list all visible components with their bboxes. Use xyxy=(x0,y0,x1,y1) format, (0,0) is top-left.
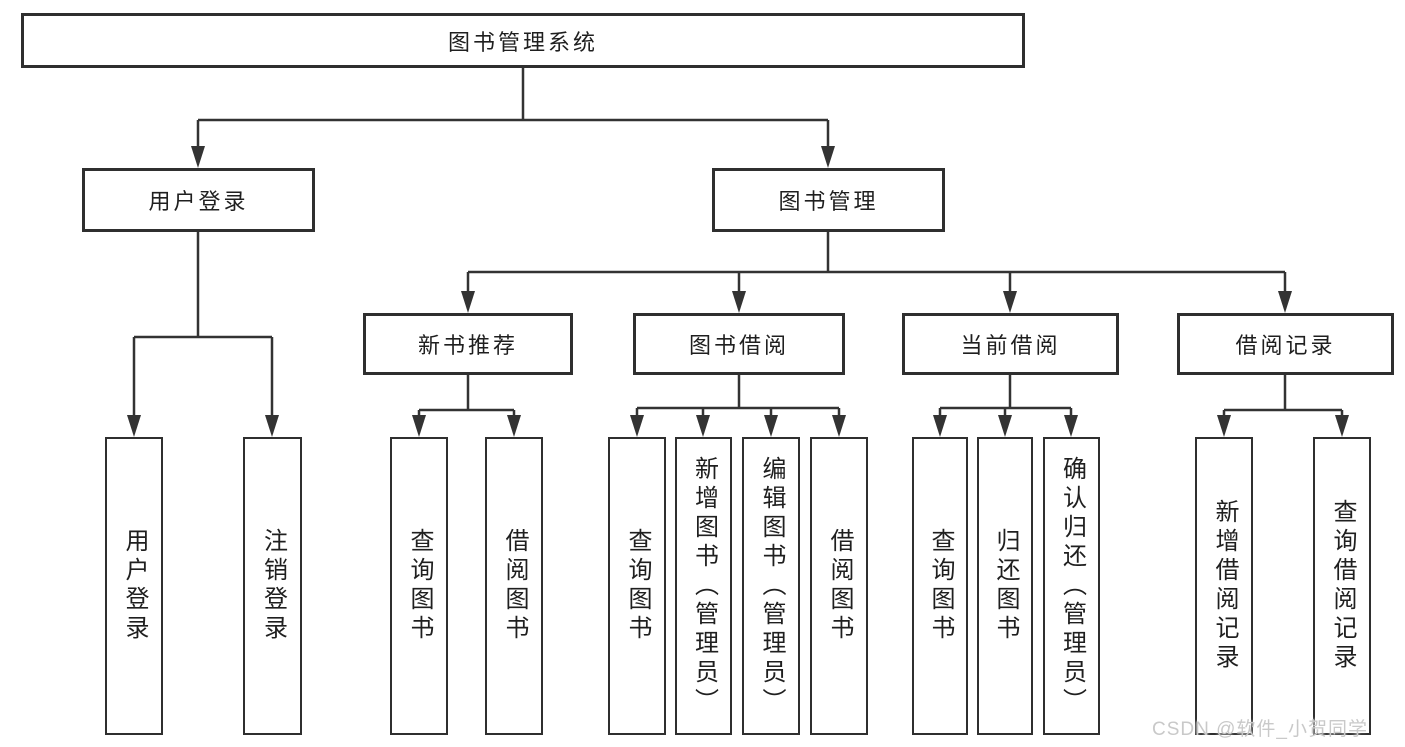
node-label: 查询图书 xyxy=(406,528,433,644)
leaf-logout: 注销登录 xyxy=(243,437,302,735)
node-label: 新增借阅记录 xyxy=(1211,499,1238,673)
leaf-return-book: 归还图书 xyxy=(977,437,1033,735)
leaf-add-book-admin: 新增图书（管理员） xyxy=(675,437,732,735)
node-label: 归还图书 xyxy=(992,528,1019,644)
node-label: 注销登录 xyxy=(259,528,287,644)
node-label: 借阅图书 xyxy=(826,528,853,644)
csdn-watermark: CSDN @软件_小贺同学 xyxy=(1152,719,1368,740)
node-label: 借阅图书 xyxy=(501,528,528,644)
leaf-borrow-books-recommend: 借阅图书 xyxy=(485,437,543,735)
node-label: 图书管理 xyxy=(778,189,879,214)
leaf-confirm-return-admin: 确认归还（管理员） xyxy=(1043,437,1100,735)
node-root-library-system: 图书管理系统 xyxy=(21,13,1025,68)
node-label: 新增图书（管理员） xyxy=(690,455,718,717)
leaf-query-books-borrow: 查询图书 xyxy=(608,437,666,735)
node-label: 图书借阅 xyxy=(688,333,789,358)
node-label: 新书推荐 xyxy=(417,333,518,358)
leaf-user-login: 用户登录 xyxy=(105,437,163,735)
node-label: 确认归还（管理员） xyxy=(1058,455,1086,717)
leaf-add-borrow-record: 新增借阅记录 xyxy=(1195,437,1253,735)
node-borrow-records: 借阅记录 xyxy=(1177,313,1394,375)
node-current-borrowing: 当前借阅 xyxy=(902,313,1119,375)
node-label: 当前借阅 xyxy=(960,333,1061,358)
node-book-management-branch: 图书管理 xyxy=(712,168,945,232)
node-label: 图书管理系统 xyxy=(447,29,598,55)
node-label: 查询图书 xyxy=(624,528,651,644)
node-label: 用户登录 xyxy=(121,528,148,644)
leaf-edit-book-admin: 编辑图书（管理员） xyxy=(742,437,800,735)
node-label: 编辑图书（管理员） xyxy=(758,455,785,717)
leaf-borrow-books-borrow: 借阅图书 xyxy=(810,437,868,735)
node-label: 查询借阅记录 xyxy=(1329,499,1356,673)
leaf-query-borrow-record: 查询借阅记录 xyxy=(1313,437,1371,735)
node-new-book-recommend: 新书推荐 xyxy=(363,313,573,375)
leaf-query-books-recommend: 查询图书 xyxy=(390,437,448,735)
node-book-borrowing: 图书借阅 xyxy=(633,313,845,375)
node-label: 查询图书 xyxy=(927,528,954,644)
leaf-query-books-current: 查询图书 xyxy=(912,437,968,735)
node-user-login-branch: 用户登录 xyxy=(82,168,315,232)
node-label: 借阅记录 xyxy=(1235,333,1336,358)
arrowhead-icons xyxy=(127,146,1349,437)
node-label: 用户登录 xyxy=(148,189,249,214)
